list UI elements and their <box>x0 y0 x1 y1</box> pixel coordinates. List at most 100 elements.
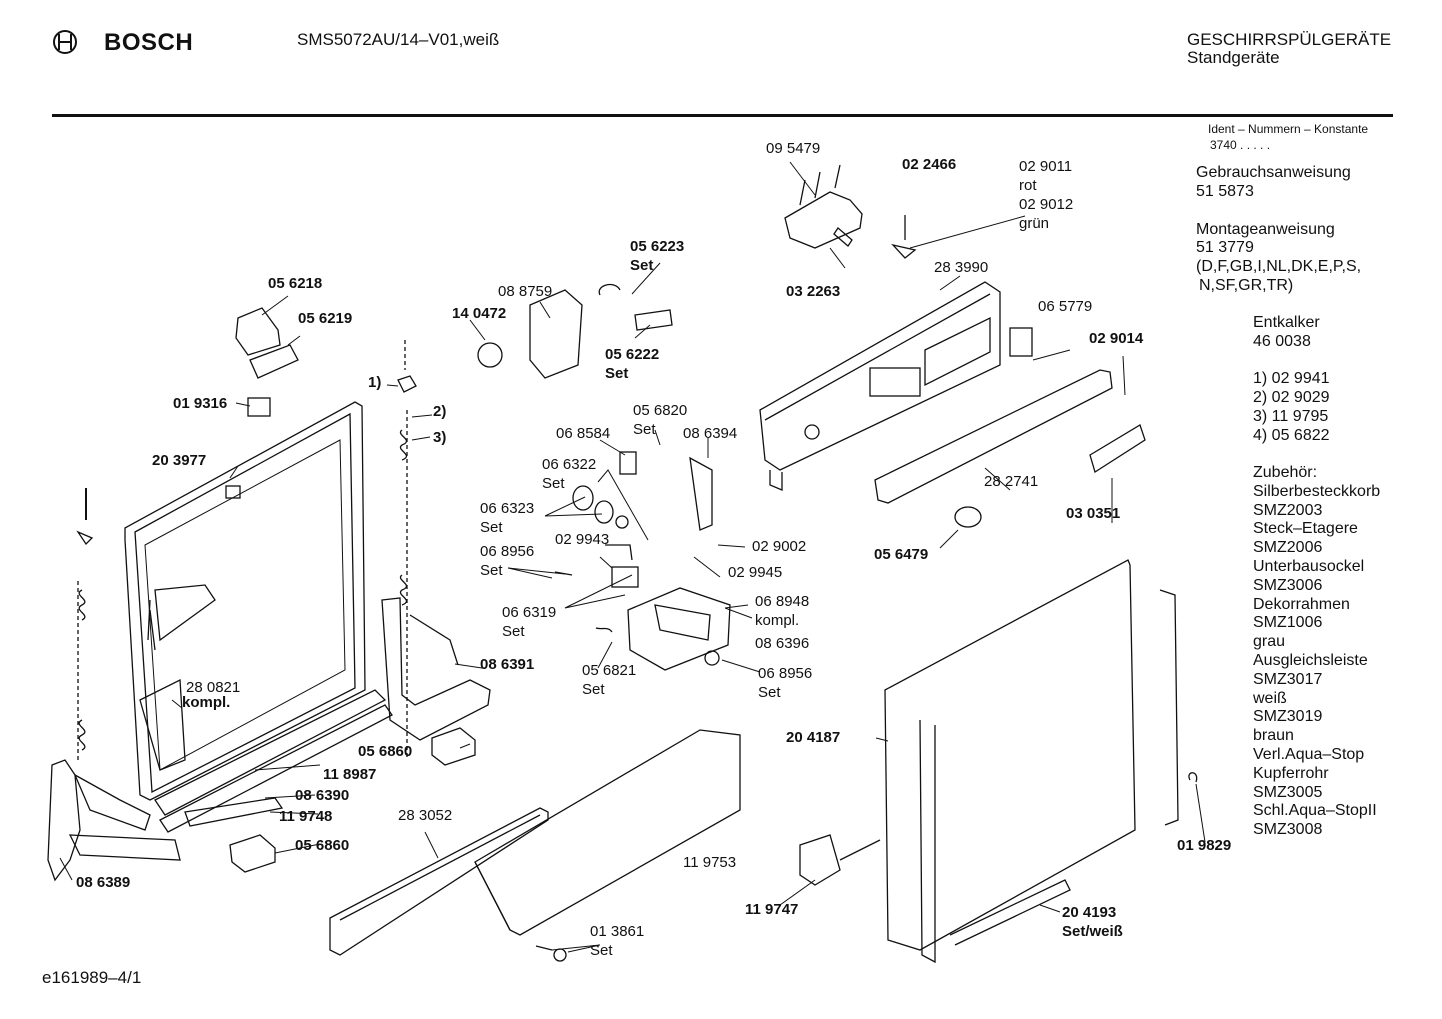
footnote-item: 4) 05 6822 <box>1253 427 1330 444</box>
gebrauch-num: 51 5873 <box>1196 183 1254 200</box>
part-label: 05 6223 <box>630 238 685 255</box>
cushion-lower <box>229 834 276 873</box>
right-hinge <box>381 597 491 741</box>
part-label: 11 9753 <box>683 854 737 871</box>
part-label: rot <box>1019 177 1037 194</box>
part-label: 08 6391 <box>480 656 535 673</box>
header-rule <box>52 114 1393 117</box>
accessory-item: SMZ2003 <box>1253 501 1323 519</box>
accessory-item: SMZ3006 <box>1253 576 1323 594</box>
part-label: 02 9014 <box>1089 330 1144 347</box>
lower-channel <box>154 689 387 816</box>
timer-disc <box>477 342 503 368</box>
accessory-item: grau <box>1253 633 1286 651</box>
accessory-item: Silberbesteckkorb <box>1253 482 1381 500</box>
accessory-item: Dekorrahmen <box>1253 595 1350 613</box>
part-label: 06 8584 <box>556 425 611 442</box>
accessory-item: SMZ3017 <box>1253 670 1323 688</box>
accessory-item: weiß <box>1253 689 1287 707</box>
cable-connector <box>891 215 917 259</box>
knob <box>954 506 982 528</box>
part-label: 01 9316 <box>173 395 228 412</box>
part-label: 05 6222 <box>605 346 660 363</box>
door-lock <box>627 587 731 671</box>
accessory-item: Verl.Aqua–Stop <box>1253 746 1365 763</box>
montage-lang2: N,SF,GR,TR) <box>1199 277 1294 294</box>
part-label: 11 9748 <box>279 808 333 825</box>
part-label: Set <box>480 562 503 579</box>
part-label: 08 6389 <box>76 874 131 891</box>
cushion-upper <box>431 727 476 766</box>
part-label: 06 5779 <box>1038 298 1093 315</box>
ident-value: 3740 . . . . . <box>1210 138 1271 152</box>
part-label: 06 6322 <box>542 456 597 473</box>
brand-name: BOSCH <box>104 29 194 56</box>
montage-title: Montageanweisung <box>1196 221 1335 238</box>
part-label: 20 4193 <box>1062 904 1117 921</box>
door-bracket <box>397 375 417 393</box>
gebrauch-title: Gebrauchsanweisung <box>1196 164 1351 181</box>
part-label: 02 9011 <box>1019 158 1073 175</box>
part-label: 05 6821 <box>582 662 637 679</box>
kick-plate-front <box>329 807 549 956</box>
model-number: SMS5072AU/14–V01,weiß <box>297 30 500 49</box>
part-label: 28 3990 <box>934 259 989 276</box>
category-title: GESCHIRRSPÜLGERÄTE <box>1187 30 1392 49</box>
part-label: kompl. <box>182 694 231 711</box>
kick-plate-rear <box>474 729 741 936</box>
part-label: 05 6860 <box>358 743 413 760</box>
footnote-item: 2) 02 9029 <box>1253 389 1330 406</box>
part-label: 2) <box>433 403 447 420</box>
accessory-item: Unterbausockel <box>1253 558 1365 575</box>
left-hinge <box>47 759 81 882</box>
part-label: 28 2741 <box>984 473 1039 490</box>
latch-upper <box>235 307 281 356</box>
part-label: 05 6860 <box>295 837 350 854</box>
part-label: 05 6219 <box>298 310 353 327</box>
button-block <box>1089 424 1146 474</box>
part-label: 11 8987 <box>323 766 377 783</box>
part-label: 02 2466 <box>902 156 957 173</box>
accessory-item: Schl.Aqua–StopII <box>1253 802 1377 820</box>
montage-lang1: (D,F,GB,I,NL,DK,E,P,S, <box>1196 258 1362 275</box>
drawing-id: e161989–4/1 <box>42 968 142 987</box>
part-label: 20 3977 <box>152 452 207 469</box>
part-label: 01 9829 <box>1177 837 1232 854</box>
part-label: 08 6390 <box>295 787 350 804</box>
part-label: 06 6319 <box>502 604 557 621</box>
part-label: 08 6394 <box>683 425 738 442</box>
door-clip <box>225 485 241 499</box>
inner-door-frame <box>124 401 366 801</box>
part-label: grün <box>1019 215 1050 232</box>
accessory-item: Kupferrohr <box>1253 764 1329 782</box>
part-label: Set <box>605 365 629 382</box>
part-label: 06 8956 <box>758 665 813 682</box>
part-label: 3) <box>433 429 447 446</box>
part-label: kompl. <box>755 612 800 629</box>
entkalker-num: 46 0038 <box>1253 333 1311 350</box>
entkalker-title: Entkalker <box>1253 314 1320 331</box>
accessory-item: braun <box>1253 727 1294 745</box>
part-label: 03 0351 <box>1066 505 1121 522</box>
part-label: Set <box>758 684 781 701</box>
part-label: 06 8948 <box>755 593 810 610</box>
part-label: 05 6479 <box>874 546 929 563</box>
ident-title: Ident – Nummern – Konstante <box>1208 122 1369 136</box>
accessory-item: SMZ3005 <box>1253 783 1323 801</box>
part-label: 05 6218 <box>268 275 323 292</box>
accessory-item: Steck–Etagere <box>1253 520 1358 538</box>
part-label: 05 6820 <box>633 402 688 419</box>
accessory-item: SMZ3008 <box>1253 821 1323 839</box>
part-label: Set <box>590 942 613 959</box>
accessory-item: Ausgleichsleiste <box>1253 652 1368 669</box>
part-label: 02 9002 <box>752 538 807 555</box>
part-label: 20 4187 <box>786 729 841 746</box>
part-label: 1) <box>368 374 382 391</box>
accessory-item: SMZ3019 <box>1253 708 1323 726</box>
part-label: 02 9943 <box>555 531 610 548</box>
part-label: 06 8956 <box>480 543 535 560</box>
part-label: 11 9747 <box>745 901 799 918</box>
panel-strip <box>874 369 1113 504</box>
part-label: Set <box>630 257 654 274</box>
